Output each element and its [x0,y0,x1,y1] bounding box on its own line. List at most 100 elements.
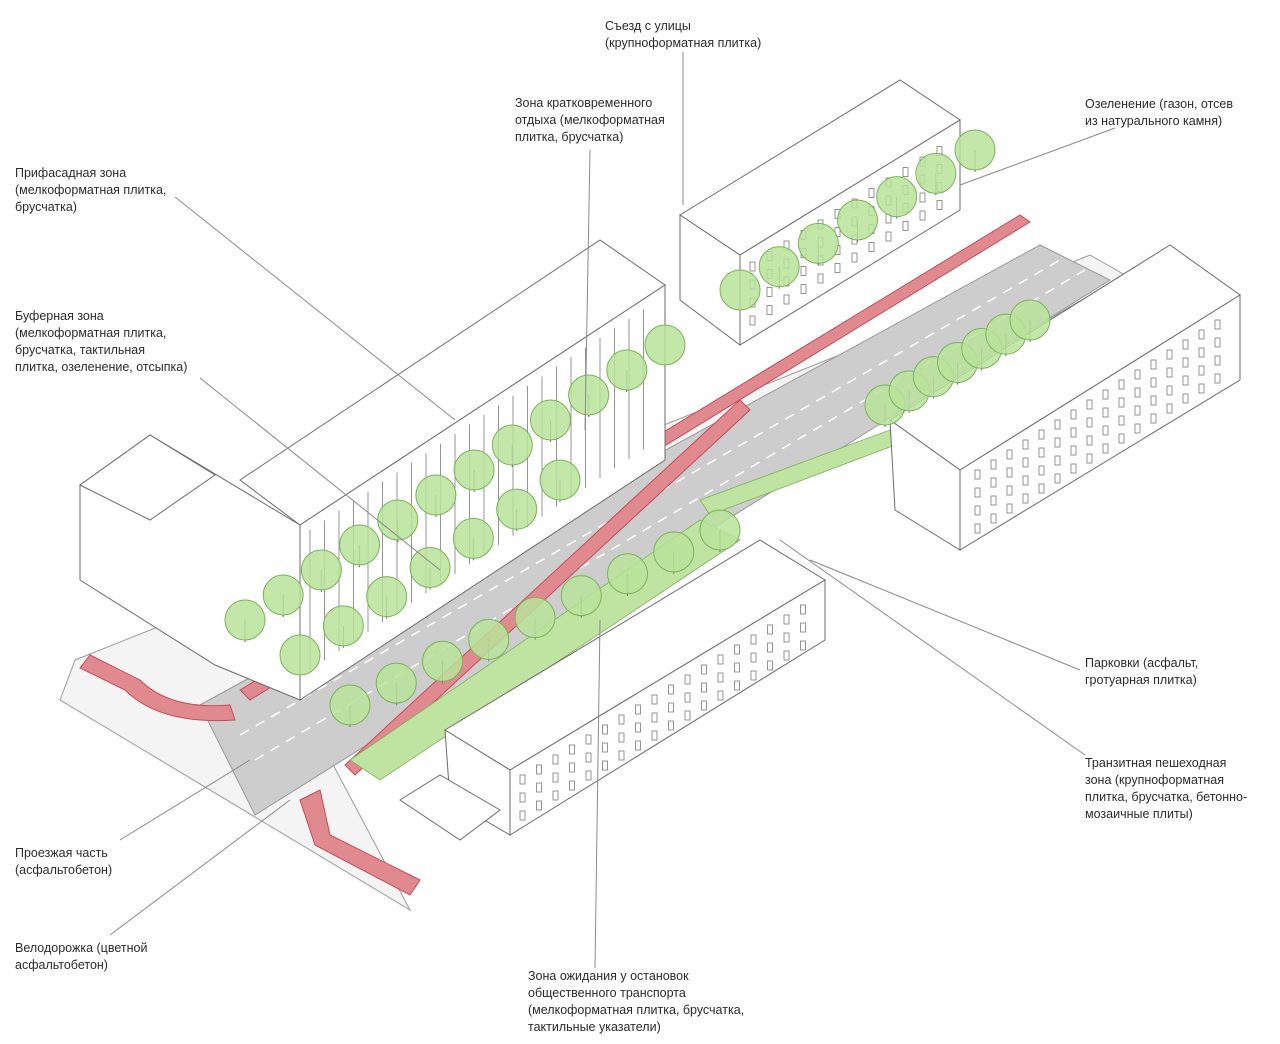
window [717,690,724,701]
window [1134,405,1141,416]
tree-crown [453,449,495,491]
window [990,495,997,506]
label-line: (мелкоформатная плитка, [15,326,167,340]
window [668,684,674,695]
bike-lane-corner-left [79,654,236,722]
tree-crown [409,547,451,588]
label-street-exit: Съезд с улицы (крупноформатная плитка) [605,18,761,52]
tree-crown [915,152,957,194]
window [519,792,526,803]
tree-crown [375,662,417,704]
window [1086,417,1093,428]
window [1214,337,1221,348]
tree-crown [452,517,494,559]
window [1086,453,1093,464]
window [974,505,981,516]
tree-crown [300,549,342,591]
window [1166,403,1173,414]
window [1054,419,1061,430]
bike-lane-corner-bottom [299,789,421,896]
window [717,654,724,665]
label-short-rest-zone: Зона кратковременного отдыха (мелкоформа… [515,95,665,146]
window [569,762,575,773]
window [717,672,724,683]
window [1134,387,1141,398]
tree-crown [797,222,839,264]
label-line: плитка, брусчатка) [515,130,624,144]
label-line: брусчатка) [15,200,77,214]
label-line: зона (крупноформатная [1085,773,1224,787]
window [1006,467,1013,478]
window [1006,449,1013,460]
window [618,732,625,743]
tree-crown [529,399,571,441]
window [1198,365,1205,376]
label-line: (асфальтобетон) [15,863,113,877]
tree-crown [539,459,581,501]
window [767,624,773,635]
tree-crown [322,605,364,647]
window [766,305,773,315]
tree-crown [422,640,463,682]
window [767,642,773,653]
label-line: тактильные указатели) [528,1020,661,1034]
label-line: асфальтобетон) [15,958,108,972]
window [519,774,526,785]
window [1054,455,1061,466]
tree-crown [279,634,321,676]
window [990,459,997,470]
tree-crown [719,269,761,311]
tree-crown [954,129,996,171]
label-line: Съезд с улицы [605,19,691,33]
window [749,261,756,272]
label-line: Транзитная пешеходная [1085,756,1227,770]
window [1070,445,1077,456]
window [919,210,926,221]
window [1198,347,1205,358]
label-transit-pedestrian-zone: Транзитная пешеходная зона (крупноформат… [1085,755,1247,823]
label-facade-zone: Прифасадная зона (мелкоформатная плитка,… [15,165,166,216]
window [1022,475,1029,486]
label-line: отдыха (мелкоформатная [515,113,665,127]
window [519,810,526,821]
label-parking: Парковки (асфальт, гротуарная плитка) [1085,655,1198,689]
tree-crown [224,599,266,641]
window [1102,389,1109,400]
window [1038,447,1045,458]
window [1214,355,1221,366]
window [1086,435,1093,446]
window [734,662,740,673]
leader-lines [109,52,1116,969]
window [1070,427,1077,438]
label-line: Зона ожидания у остановок [528,969,689,983]
window [834,263,841,273]
tree-crown [415,474,457,516]
window [800,604,806,615]
window [1086,399,1093,410]
window [1054,437,1061,448]
label-greenery: Озеленение (газон, отсев из натурального… [1085,96,1233,130]
window [750,634,757,645]
window [1006,485,1013,496]
label-line: Буферная зона [15,309,104,323]
tree-crown [496,488,538,530]
window [1134,423,1141,434]
window [1166,385,1173,396]
building-north [679,79,961,346]
tree-crown [699,509,741,551]
tree-crown [262,574,304,616]
window [1102,407,1109,418]
tree-crown [468,618,510,660]
window [1102,425,1109,436]
window [902,221,909,231]
window [817,273,824,284]
window [750,652,757,663]
label-bike-lane: Велодорожка (цветной асфальтобетон) [15,940,147,974]
window [1022,493,1029,504]
window [1214,319,1221,330]
window [701,682,707,693]
window [1102,443,1109,454]
window [919,192,926,203]
window [868,242,875,252]
label-line: мозаичные плиты) [1085,807,1193,821]
